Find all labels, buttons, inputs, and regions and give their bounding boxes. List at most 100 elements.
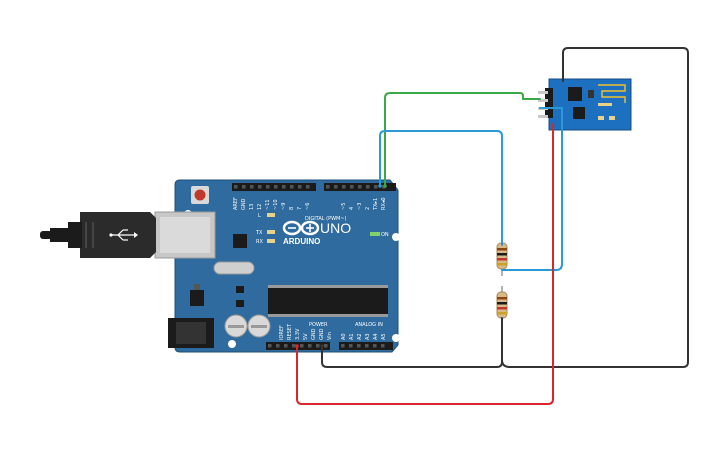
digital-pin-label: TX▸1 bbox=[373, 198, 379, 211]
digital-pin-hole[interactable] bbox=[350, 185, 354, 189]
power-pin-hole[interactable] bbox=[324, 344, 328, 348]
mounting-hole bbox=[392, 233, 400, 241]
digital-pin-hole[interactable] bbox=[250, 185, 254, 189]
mounting-hole bbox=[228, 340, 236, 348]
wire-black-loop[interactable] bbox=[501, 47, 689, 368]
on-label: ON bbox=[381, 232, 389, 238]
crystal-oscillator bbox=[213, 261, 255, 275]
wire-blue-esp[interactable] bbox=[501, 107, 563, 271]
wire-red-power[interactable] bbox=[296, 123, 554, 405]
digital-pin-label: 12 bbox=[257, 204, 263, 210]
digital-label: DIGITAL (PWM~) bbox=[305, 216, 347, 222]
resistor-lower[interactable] bbox=[496, 286, 508, 326]
analog-pin-hole[interactable] bbox=[349, 344, 353, 348]
digital-pin-hole[interactable] bbox=[298, 185, 302, 189]
digital-pin-label: ~10 bbox=[273, 199, 279, 210]
wire-black-gnd[interactable] bbox=[321, 317, 503, 368]
pin-label: A0 bbox=[341, 333, 347, 340]
digital-pin-hole[interactable] bbox=[366, 185, 370, 189]
mounting-hole bbox=[392, 334, 400, 342]
pin-label: RESET bbox=[287, 323, 293, 340]
power-pin-hole[interactable] bbox=[284, 344, 288, 348]
arduino-logo: ARDUINO UNO bbox=[282, 220, 351, 246]
digital-pin-hole[interactable] bbox=[274, 185, 278, 189]
digital-pin-label: 4 bbox=[349, 207, 355, 210]
analog-pin-hole[interactable] bbox=[373, 344, 377, 348]
power-led: ON bbox=[370, 232, 389, 238]
usb-chip bbox=[233, 234, 247, 248]
digital-pin-hole[interactable] bbox=[282, 185, 286, 189]
pin-label: 3.3V bbox=[295, 328, 301, 340]
pin-label: 5V bbox=[303, 333, 309, 340]
power-pin-hole[interactable] bbox=[300, 344, 304, 348]
digital-pin-header[interactable] bbox=[232, 183, 396, 191]
wire-endpoints bbox=[295, 184, 387, 348]
wire-blue-rx[interactable] bbox=[379, 130, 503, 246]
pcb-antenna-icon bbox=[598, 84, 626, 103]
power-label: POWER bbox=[309, 322, 328, 328]
pin-label: GND bbox=[311, 328, 317, 340]
digital-pin-label: ~9 bbox=[281, 203, 287, 210]
digital-pin-hole[interactable] bbox=[326, 185, 330, 189]
voltage-regulator bbox=[190, 290, 204, 306]
analog-pin-hole[interactable] bbox=[357, 344, 361, 348]
usb-symbol-icon bbox=[109, 229, 138, 241]
brand-text: ARDUINO bbox=[283, 237, 320, 246]
digital-pin-hole[interactable] bbox=[234, 185, 238, 189]
pin-label: A2 bbox=[357, 333, 363, 340]
led-tx-label: TX bbox=[255, 230, 263, 236]
digital-pin-hole[interactable] bbox=[306, 185, 310, 189]
pin-label: A1 bbox=[349, 333, 355, 340]
digital-pin-label: GND bbox=[241, 198, 247, 210]
digital-pin-label: ~6 bbox=[305, 203, 311, 210]
usb-connector[interactable] bbox=[154, 211, 216, 259]
digital-pin-label: 13 bbox=[249, 204, 255, 210]
digital-pin-hole[interactable] bbox=[358, 185, 362, 189]
analog-pin-hole[interactable] bbox=[341, 344, 345, 348]
atmega-chip bbox=[268, 285, 388, 317]
digital-pin-label: ~5 bbox=[341, 203, 347, 210]
digital-pin-hole[interactable] bbox=[290, 185, 294, 189]
wire-green[interactable] bbox=[384, 92, 541, 187]
digital-pin-hole[interactable] bbox=[242, 185, 246, 189]
digital-pin-label: ~11 bbox=[265, 199, 271, 210]
pin-label: A5 bbox=[381, 333, 387, 340]
pin-label: A4 bbox=[373, 333, 379, 340]
analog-label: ANALOG IN bbox=[355, 322, 383, 328]
led-rx-label: RX bbox=[256, 239, 263, 245]
esp8266-wifi-module[interactable] bbox=[538, 78, 632, 131]
power-pin-hole[interactable] bbox=[316, 344, 320, 348]
power-pin-hole[interactable] bbox=[268, 344, 272, 348]
usb-cable bbox=[40, 212, 156, 258]
pin-label: IOREF bbox=[279, 325, 285, 340]
pin-label: A3 bbox=[365, 333, 371, 340]
digital-pin-hole[interactable] bbox=[266, 185, 270, 189]
analog-pin-hole[interactable] bbox=[365, 344, 369, 348]
power-pin-hole[interactable] bbox=[276, 344, 280, 348]
model-text: UNO bbox=[320, 220, 351, 236]
digital-pin-label: RX◂0 bbox=[381, 197, 387, 210]
status-leds: L TX RX bbox=[255, 213, 275, 245]
pin-label: GND bbox=[319, 328, 325, 340]
digital-pin-hole[interactable] bbox=[258, 185, 262, 189]
digital-pin-label: ~3 bbox=[357, 203, 363, 210]
pin-label: Vin bbox=[327, 332, 333, 340]
digital-pin-label: 8 bbox=[289, 207, 295, 210]
led-l-label: L bbox=[258, 213, 261, 219]
power-pin-hole[interactable] bbox=[292, 344, 296, 348]
digital-pin-hole[interactable] bbox=[342, 185, 346, 189]
power-jack[interactable] bbox=[168, 318, 214, 348]
capacitors bbox=[224, 314, 271, 338]
analog-pin-hole[interactable] bbox=[381, 344, 385, 348]
digital-pin-hole[interactable] bbox=[334, 185, 338, 189]
digital-pin-label: 7 bbox=[297, 207, 303, 210]
digital-pin-label: AREF bbox=[233, 197, 239, 210]
reset-button[interactable] bbox=[191, 186, 209, 204]
power-pin-hole[interactable] bbox=[308, 344, 312, 348]
digital-pin-label: 2 bbox=[365, 207, 371, 210]
digital-pin-hole[interactable] bbox=[374, 185, 378, 189]
